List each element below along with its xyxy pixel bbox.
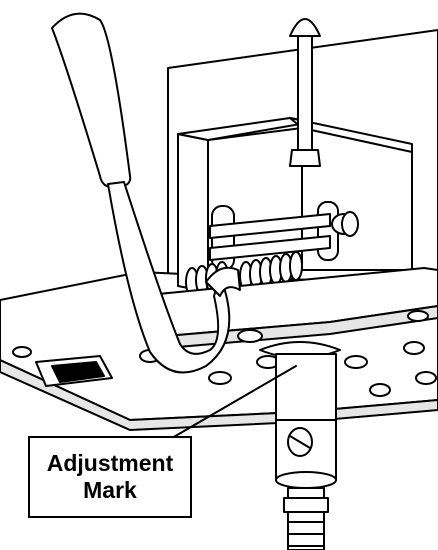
screw-nut (289, 149, 321, 167)
top-plate-edge (165, 305, 438, 349)
base-hole (403, 341, 425, 355)
base-hole (208, 371, 232, 385)
cross-bar (209, 213, 331, 239)
side-knob-cap (341, 211, 359, 237)
base-hole (415, 371, 437, 385)
adjustment-mark-callout: Adjustment Mark (28, 436, 192, 518)
lever-grip (51, 12, 132, 189)
callout-line-2: Mark (83, 477, 137, 503)
pin-bottom (275, 471, 337, 489)
base-hole (369, 383, 391, 397)
lever-hook (205, 266, 241, 297)
stud-nut (283, 497, 329, 513)
base-cutout-inner (51, 361, 105, 383)
base-hole (344, 355, 368, 369)
leader-line (171, 365, 297, 439)
stud-thread (287, 521, 325, 547)
callout-line-1: Adjustment (46, 450, 174, 476)
cross-bar (209, 235, 331, 261)
pin-cross-hole-detail (289, 435, 311, 449)
pin-shaft (275, 353, 337, 421)
plate-hole (407, 310, 429, 322)
screw-rod (297, 33, 313, 155)
base-hole (12, 346, 32, 358)
plate-hole (237, 329, 263, 343)
screw-head (289, 18, 321, 37)
